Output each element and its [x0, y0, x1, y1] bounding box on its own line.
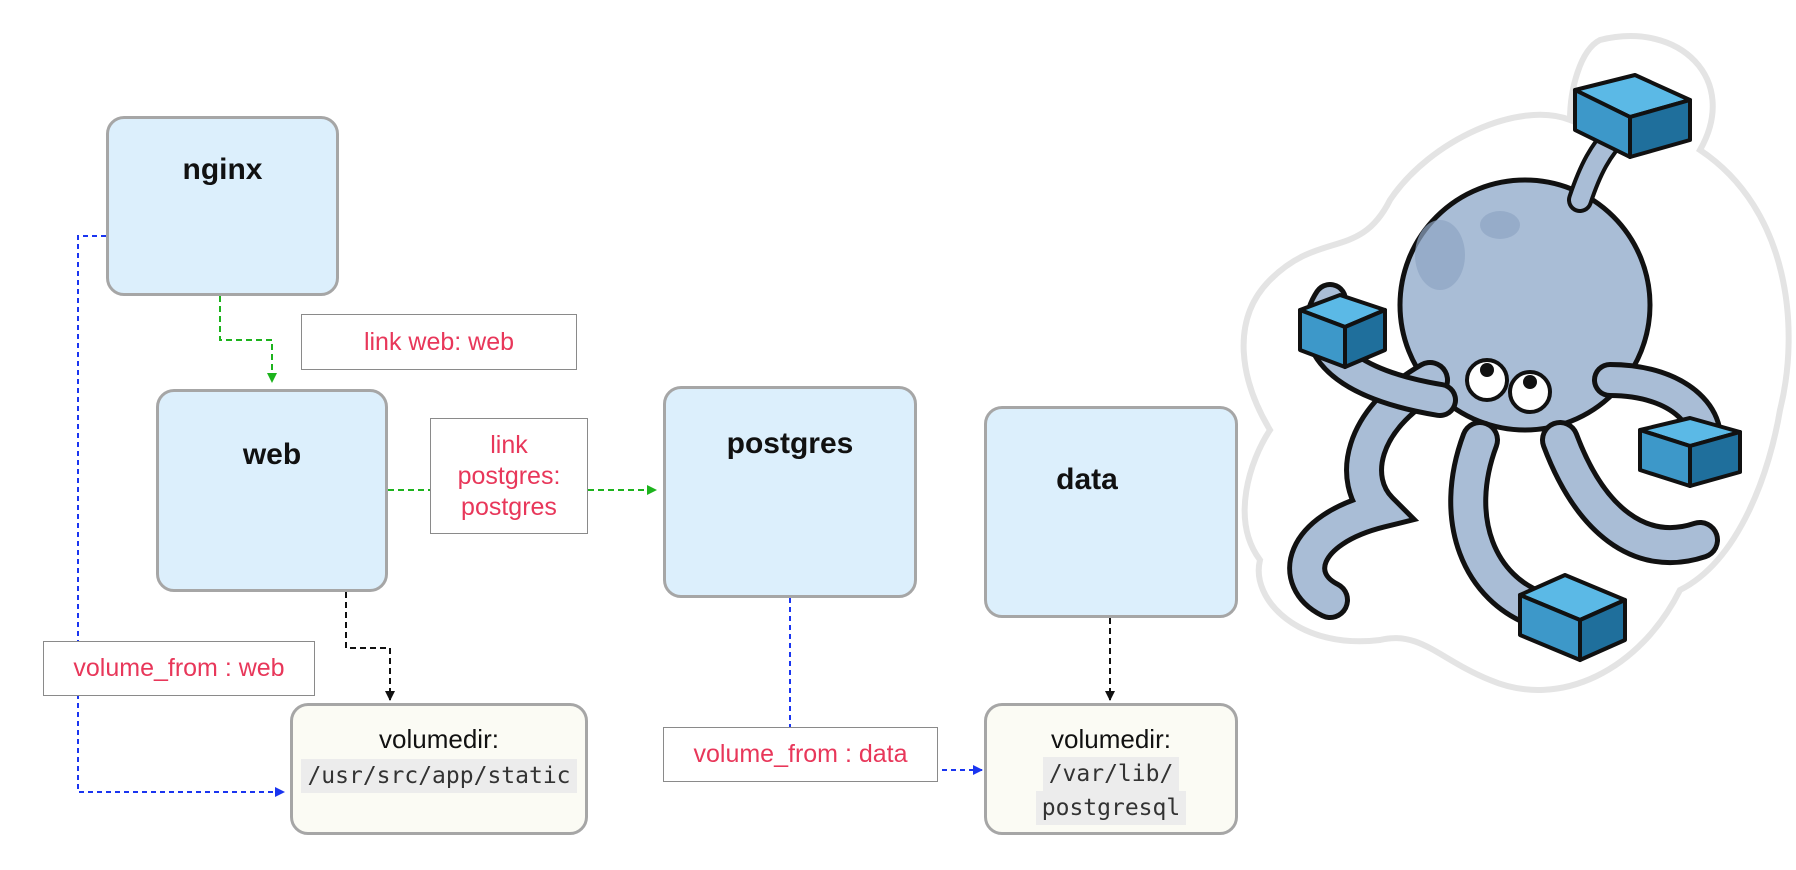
volume-from-arrow-nginx: [77, 235, 285, 797]
edge-label-link-web: link web: web: [301, 314, 577, 370]
edge-label-link-postgres-line2: postgres:: [457, 461, 561, 490]
volume-data-path-line2: postgresql: [1035, 791, 1187, 825]
docker-compose-octopus-logo: [1240, 33, 1792, 693]
volume-web-title: volumedir:: [379, 724, 499, 754]
edge-label-link-postgres-line1: link: [490, 430, 528, 459]
volume-data-path-line1: /var/lib/: [1042, 757, 1180, 791]
volume-arrow-web: [345, 592, 395, 701]
edge-label-volume-from-web: volume_from : web: [43, 641, 315, 696]
link-arrow-nginx-web: [219, 296, 277, 383]
service-name-data: data: [1056, 463, 1118, 496]
service-nginx: nginx: [106, 116, 339, 296]
service-data: data: [984, 406, 1238, 618]
volume-data-title: volumedir:: [1051, 724, 1171, 754]
volume-web: volumedir: /usr/src/app/static: [290, 703, 588, 835]
edge-label-link-web-text: link web: web: [363, 327, 515, 356]
edge-label-volume-from-data: volume_from : data: [663, 727, 938, 782]
edge-label-volume-from-web-text: volume_from : web: [73, 654, 285, 682]
edge-label-link-postgres-line3: postgres: [461, 492, 557, 521]
service-name-nginx: nginx: [182, 153, 263, 186]
service-web: web: [156, 389, 388, 592]
service-name-web: web: [242, 438, 302, 471]
edge-label-volume-from-data-text: volume_from : data: [693, 740, 908, 768]
volume-web-path: /usr/src/app/static: [301, 759, 577, 793]
edge-label-link-postgres: link postgres: postgres: [430, 418, 588, 534]
volume-data: volumedir: /var/lib/ postgresql: [984, 703, 1238, 835]
service-name-postgres: postgres: [726, 427, 854, 460]
service-postgres: postgres: [663, 386, 917, 598]
